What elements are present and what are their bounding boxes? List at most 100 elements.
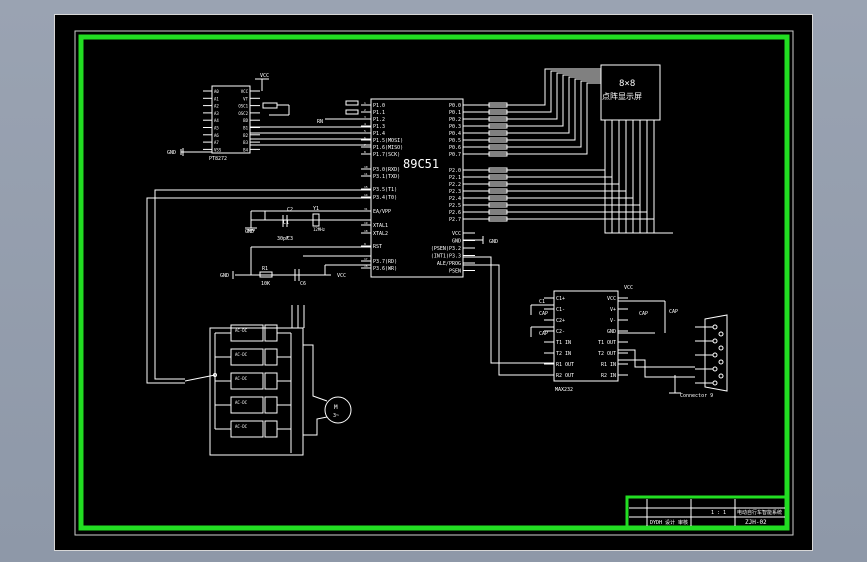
max232-pin-label: R1 OUT	[556, 362, 574, 368]
row-wire	[475, 74, 601, 127]
mcu-pin-number: 11	[364, 172, 368, 176]
col-resistor	[488, 174, 508, 180]
tb-code: ZJH-02	[745, 519, 767, 526]
row-wire	[475, 78, 601, 141]
serial-wires	[463, 256, 554, 376]
mcu-pin-label: P1.4	[373, 131, 385, 137]
eeprom-pin-label: OSC2	[238, 111, 248, 116]
mcu-pin-label: RST	[373, 244, 382, 250]
mcu-pin-label: P0.1	[449, 110, 461, 116]
mcu-pin-label: P2.4	[449, 196, 461, 202]
mcu-89c51: 89C51 P1.01P1.12P1.23P1.34P1.45P1.5(MOSI…	[361, 98, 475, 278]
row-wire	[475, 80, 601, 148]
eeprom-pin-label: A4	[214, 118, 219, 123]
relay-contact	[264, 348, 278, 366]
mcu-pin-label: P0.3	[449, 124, 461, 130]
svg-text:CAP: CAP	[669, 309, 678, 315]
mcu-pin-label: GND	[452, 239, 461, 245]
eeprom-pin-label: BD	[243, 118, 248, 123]
tb-row2: DYDH 设计 审核	[650, 519, 688, 526]
mcu-body	[370, 98, 464, 278]
mcu-pin-label: P1.1	[373, 110, 385, 116]
eeprom-pin-label: A0	[214, 89, 219, 94]
col-resistor	[488, 181, 508, 187]
max232-pin-label: T1 IN	[556, 340, 571, 346]
display-line1: 8×8	[619, 79, 635, 89]
eeprom-gnd-label: GND	[167, 150, 176, 156]
crystal-y1	[312, 213, 320, 227]
eeprom-pin-label: VT	[243, 96, 248, 101]
relay-label: AC-DC	[235, 424, 248, 429]
max232-pin-label: C1-	[556, 307, 565, 313]
max232-pin-label: T2 IN	[556, 351, 571, 357]
reset-resistor	[259, 271, 273, 278]
max232-body	[553, 290, 619, 382]
relay-contact	[264, 396, 278, 414]
svg-text:CAP: CAP	[539, 311, 548, 317]
eeprom-pin-label: B4	[243, 147, 248, 152]
mcu-pin-label: P0.4	[449, 131, 461, 137]
eeprom-pin-label: A2	[214, 104, 219, 109]
mcu-pin-number: 6	[364, 136, 366, 140]
eeprom-resistor	[262, 102, 278, 109]
eeprom-pin-label: A7	[214, 140, 219, 145]
mcu-pin-number: 16	[364, 264, 368, 268]
relay-contact	[264, 372, 278, 390]
svg-text:VCC: VCC	[624, 285, 633, 291]
mcu-pin-label: P2.3	[449, 189, 461, 195]
eeprom-pin-label: A5	[214, 126, 219, 131]
mcu-pin-label: P2.6	[449, 210, 461, 216]
mcu-pin-number: 1	[364, 101, 366, 105]
row-resistor	[488, 137, 508, 143]
mcu-pin-number: 19	[364, 221, 368, 225]
col-resistor	[488, 188, 508, 194]
mcu-pin-label: P3.7(RD)	[373, 259, 397, 265]
row-wire	[475, 76, 601, 134]
mcu-pin-number: 5	[364, 129, 366, 133]
col-resistor	[488, 202, 508, 208]
mcu-pin-label: P0.2	[449, 117, 461, 123]
max232-pin-label: VCC	[607, 296, 616, 302]
col-resistor	[488, 167, 508, 173]
eeprom-pin-label: B3	[243, 140, 248, 145]
mcu-pin-label: P0.6	[449, 145, 461, 151]
row-wire	[475, 68, 601, 106]
max232-pin-label: V-	[610, 318, 616, 324]
eeprom-pin-label: A1	[214, 96, 219, 101]
display-body	[600, 64, 661, 121]
mcu-pin-label: EA/VPP	[373, 209, 391, 215]
row-resistor	[488, 130, 508, 136]
mcu-pin-number: 2	[364, 108, 366, 112]
mcu-pin-label: (INT1)P3.3	[431, 254, 461, 260]
mcu-pin-label: PSEN	[449, 269, 461, 275]
relay-frame	[209, 327, 304, 456]
row-resistor	[488, 144, 508, 150]
max232-pin-label: V+	[610, 307, 616, 313]
db9-connector: Connector 9	[618, 314, 728, 399]
eeprom-pin-label: OSC1	[238, 104, 248, 109]
tb-title: 电动自行车智能系统	[737, 509, 782, 516]
mcu-pin-label: XTAL2	[373, 231, 388, 237]
relay-contact	[264, 324, 278, 342]
mcu-pin-label: P0.5	[449, 138, 461, 144]
col-resistor	[488, 209, 508, 215]
row-resistor	[488, 116, 508, 122]
max232-pin-label: T2 OUT	[598, 351, 616, 357]
max232-pin-label: R2 OUT	[556, 373, 574, 379]
mcu-pin-label: P3.4(T0)	[373, 195, 397, 201]
svg-text:CAP: CAP	[639, 311, 648, 317]
mcu-pin-label: P1.5(MOSI)	[373, 138, 403, 144]
mcu-right-pins: P0.0P0.1P0.2P0.3P0.4P0.5P0.6P0.7P2.0P2.1…	[431, 103, 475, 275]
mcu-pin-label: P2.1	[449, 175, 461, 181]
mcu-pin-number: 4	[364, 122, 366, 126]
max232-pin-label: T1 OUT	[598, 340, 616, 346]
max232-pin-label: R1 IN	[601, 362, 616, 368]
mcu-pin-label: P1.7(SCK)	[373, 152, 400, 158]
mcu-pin-number: 9	[364, 242, 366, 246]
max232-pin-label: C2+	[556, 318, 565, 324]
max232-pin-label: GND	[607, 329, 616, 335]
display-bus-wires	[475, 68, 673, 234]
